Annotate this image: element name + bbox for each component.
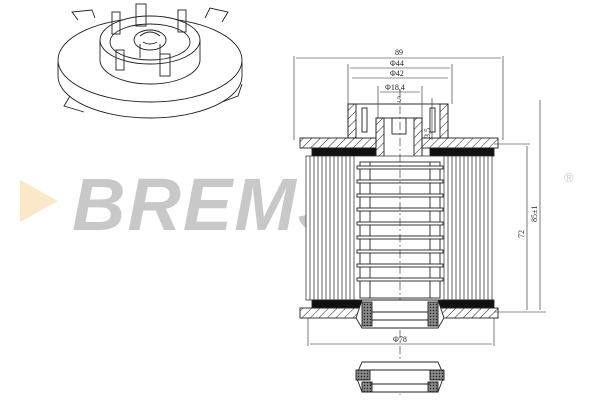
isometric-cap-view [57, 3, 243, 119]
dim-diameter-base: Φ78 [393, 335, 407, 344]
cross-section-view [299, 90, 499, 395]
brand-arrow-icon [20, 180, 58, 222]
dim-diameter-inner-top: Φ42 [390, 69, 404, 78]
dimension-lines [293, 56, 546, 346]
dim-overall-width: 89 [395, 48, 403, 57]
seal-ring-detail [355, 361, 445, 393]
dim-diameter-outer-top: Φ44 [390, 59, 404, 68]
registered-mark: ® [564, 170, 574, 185]
dim-slot-width: 5 [397, 95, 401, 104]
dim-slot-depth: 3,5 [423, 128, 432, 138]
dim-height-body: 72 [517, 230, 526, 238]
dim-diameter-center: Φ18,4 [385, 83, 405, 92]
dim-height-total: 85±1 [530, 206, 539, 222]
